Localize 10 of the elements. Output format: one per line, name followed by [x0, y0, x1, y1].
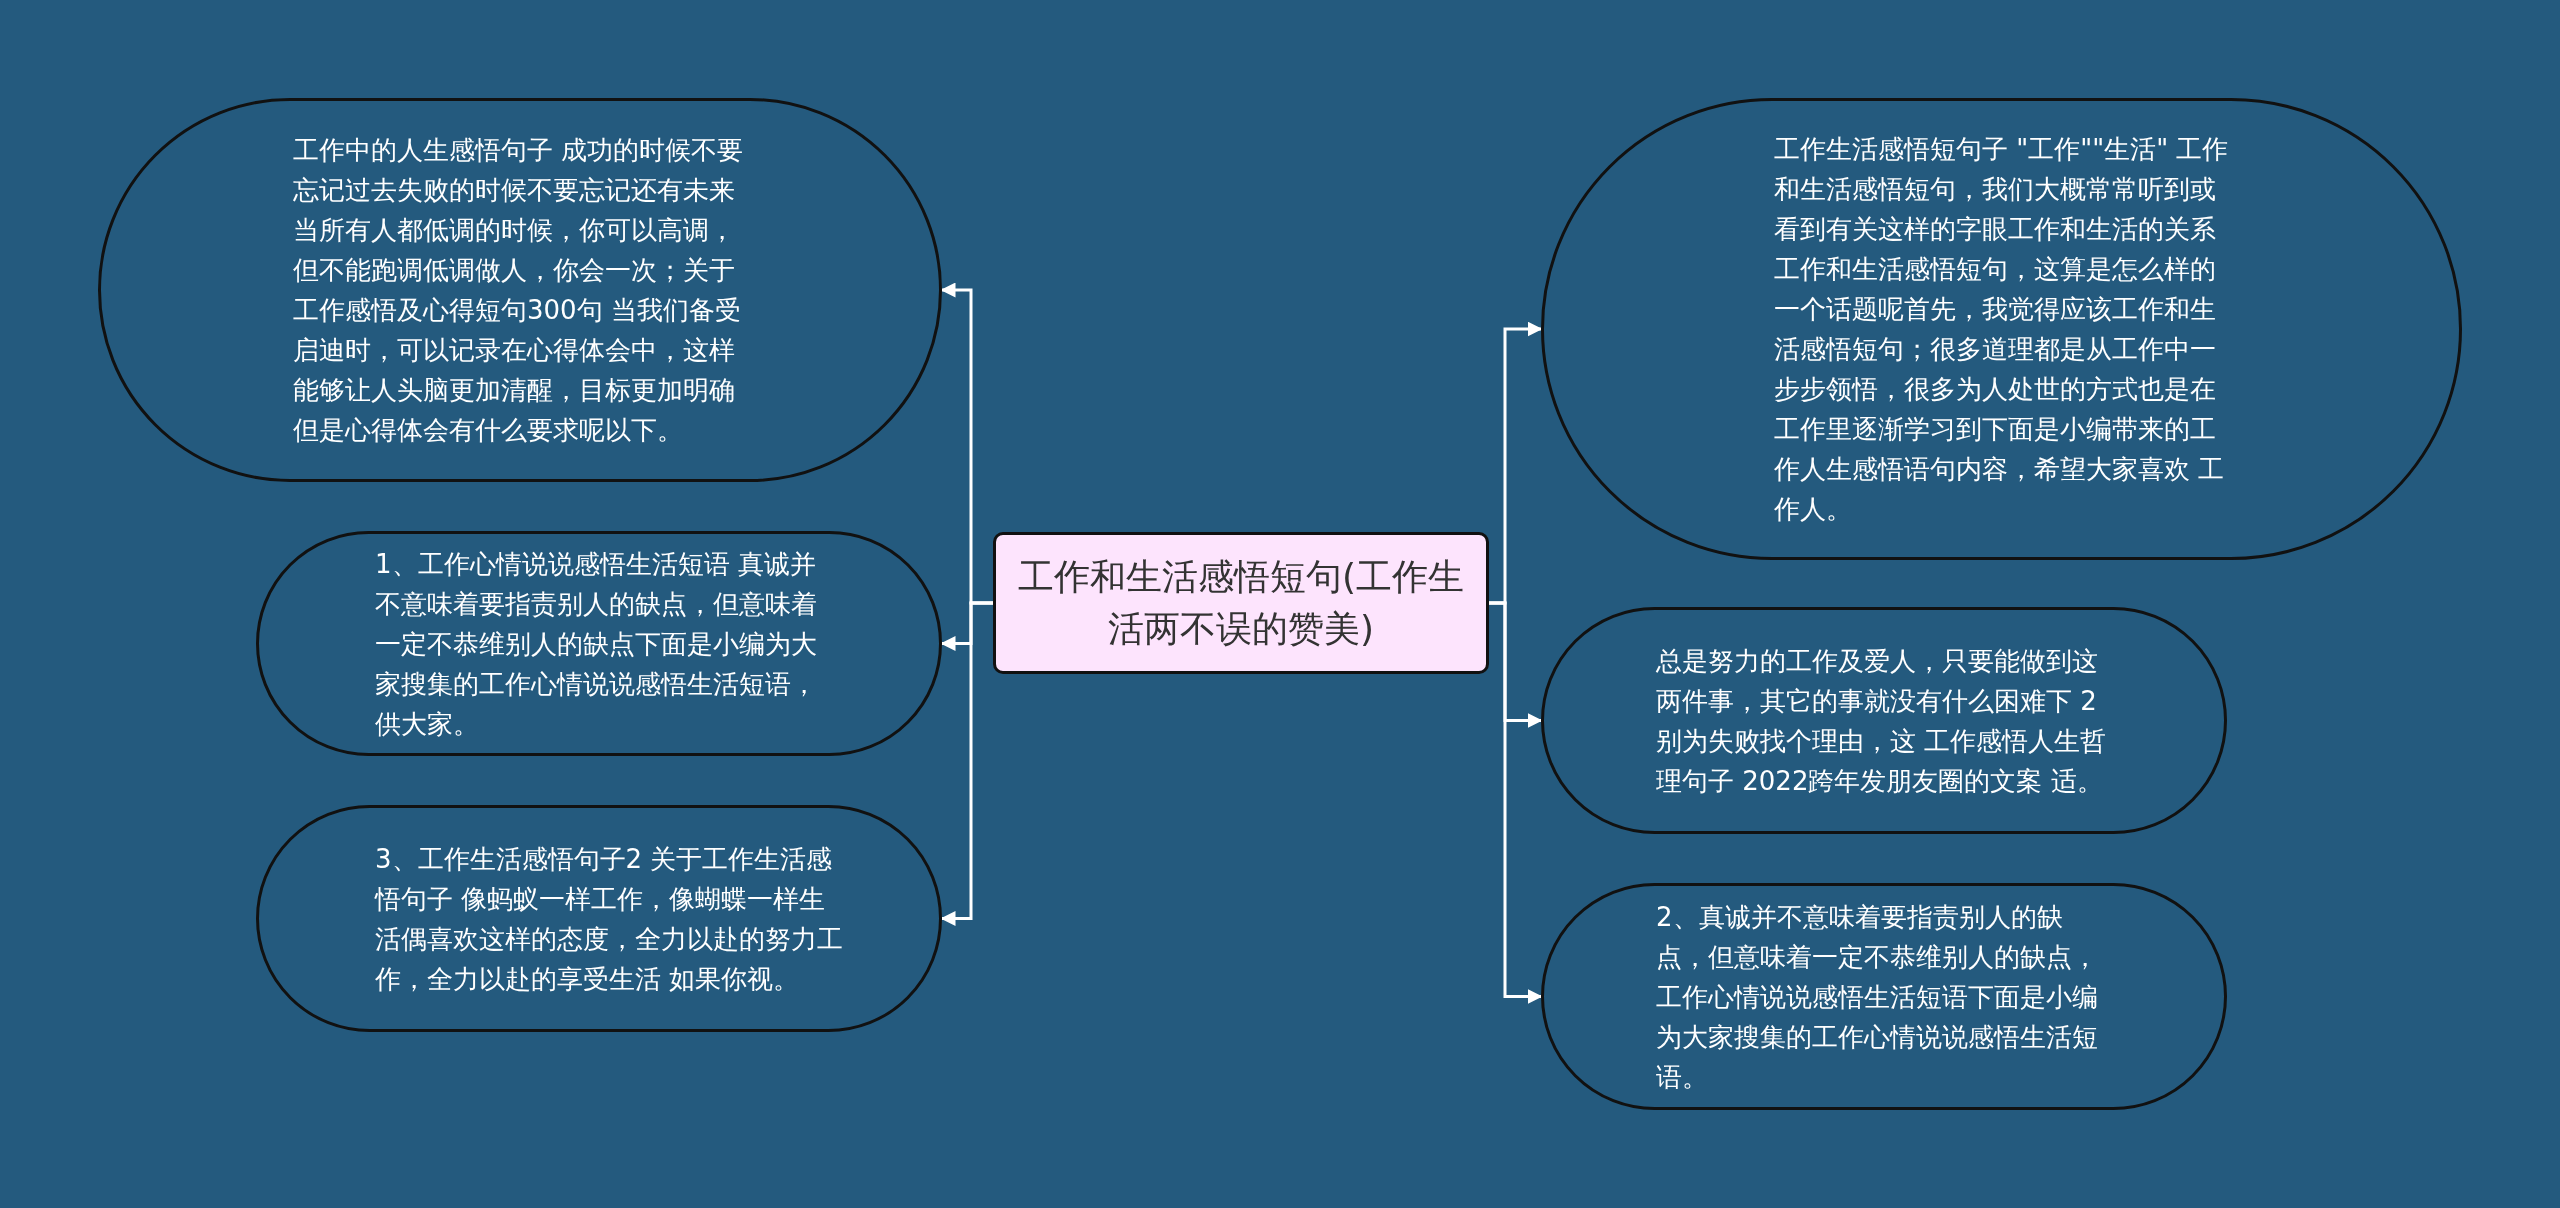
paragraph-text: 2、真诚并不意味着要指责别人的缺点，但意味着一定不恭维别人的缺点，工作心情说说感悟生活短语下面是小编为大家搜集的工作心情说说感悟生活短语。 [1656, 900, 2099, 1094]
connector-arrow [940, 601, 993, 926]
paragraph-text: 总是努力的工作及爱人，只要能做到这两件事，其它的事就没有什么困难下 2 别为失败找个理由，这 工作感悟人生哲理句子 2022跨年发朋友圈的文案 适。 [1656, 644, 2108, 798]
paragraph-text: 1、工作心情说说感悟生活短语 真诚并不意味着要指责别人的缺点，但意味着一定不恭维别人的缺点下面是小编为大家搜集的工作心情说说感悟生活短语，供大家。 [375, 547, 818, 741]
paragraph-text: 3、工作生活感悟句子2 关于工作生活感悟句子 像蚂蚁一样工作，像蝴蝶一样生活偶喜欢这样的态度，全力以赴的努力工作，全力以赴的享受生活 如果你视。 [375, 842, 844, 996]
paragraph-text: 工作中的人生感悟句子 成功的时候不要忘记过去失败的时候不要忘记还有未来当所有人都低调的时候，你可以高调，但不能跑调低调做人，你会一次；关于工作感悟及心得短句300句 当我们备受启迪时，可以记录在心得体会中，这样能够让人头脑更加清醒，目标更加明确但是心得体会有什么要求呢以下。 [293, 134, 745, 447]
connector-arrow [1489, 601, 1543, 1004]
paragraph-text: 工作生活感悟短句子 "工作""生活" 工作和生活感悟短句，我们大概常常听到或看到有关这样的字眼工作和生活的关系工作和生活感悟短句，这算是怎么样的一个话题呢首先，我觉得应该工作和生活感悟短句；很多道理都是从工作中一步步领悟，很多为人处世的方式也是在工作里逐渐学习到下面是小编带来的工作人生感悟语句内容，希望大家喜欢 工作人。 [1774, 133, 2230, 526]
topic-text: 工作和生活感悟短句(工作生活两不误的赞美) [1016, 555, 1465, 651]
topic-box [993, 532, 1489, 674]
